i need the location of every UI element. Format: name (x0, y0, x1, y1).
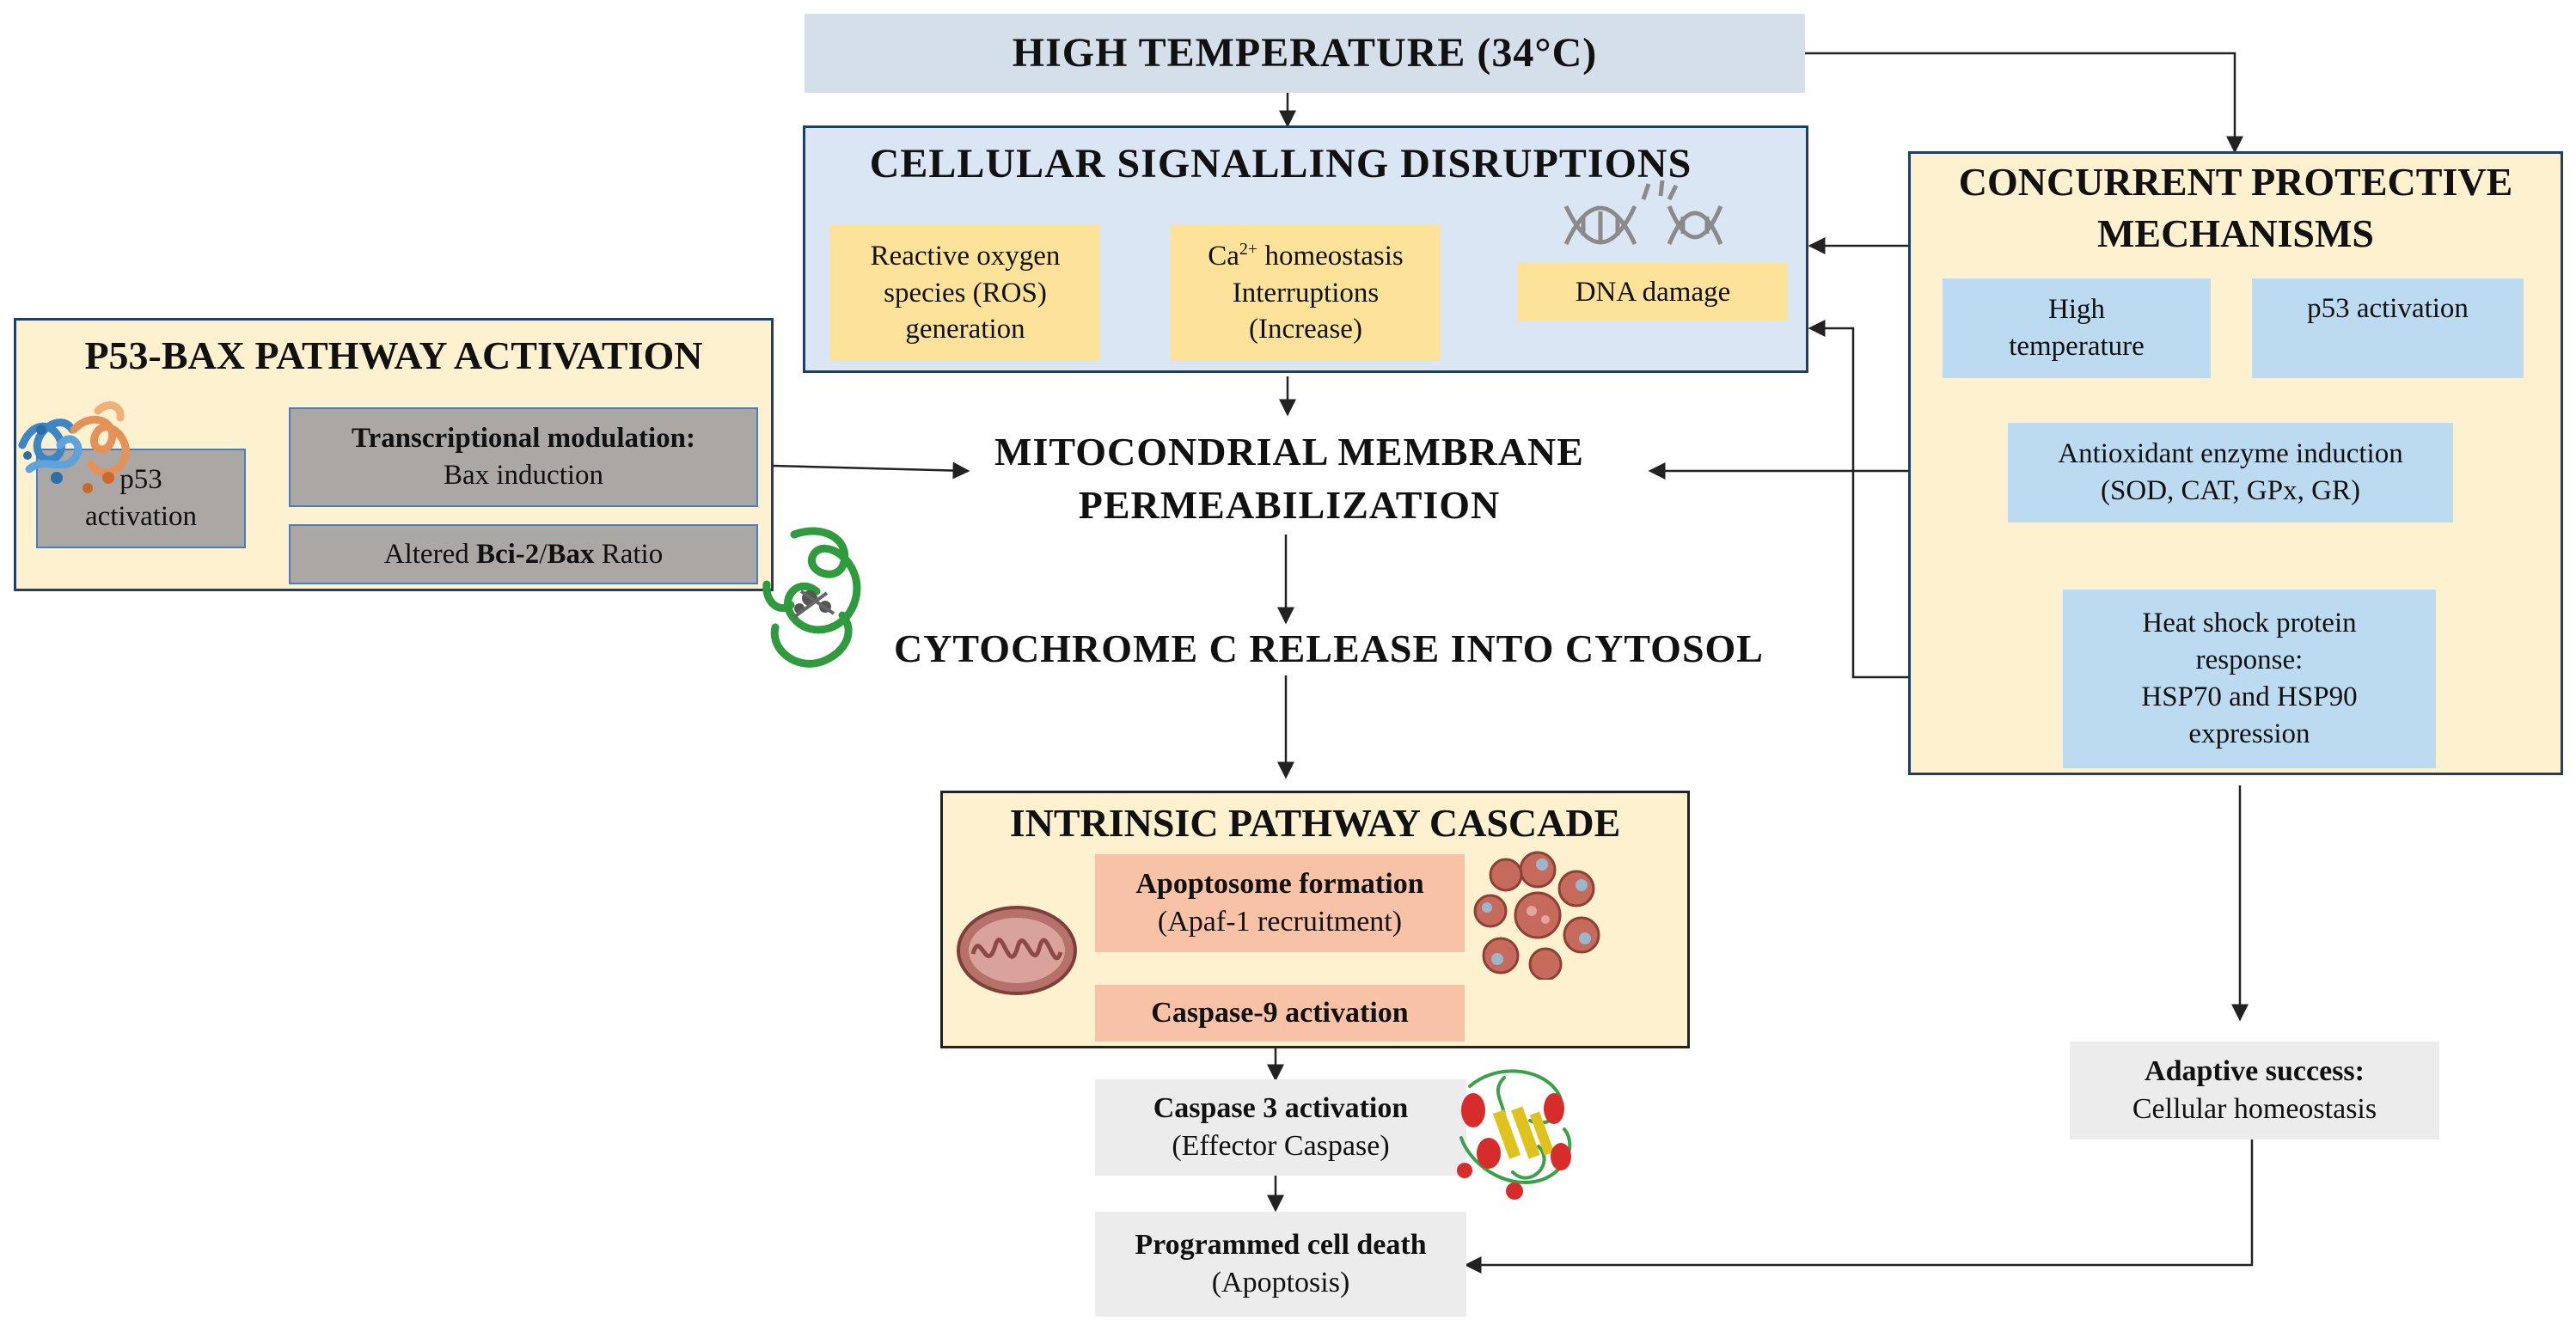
ros-line-1: Reactive oxygen (870, 240, 1061, 272)
ros-line-3: generation (905, 314, 1025, 345)
transcriptional-modulation-title: Transcriptional modulation: (351, 423, 695, 455)
mitochondrial-permeabilization-node: MITOCONDRIAL MEMBRANE PERMEABILIZATION (945, 423, 1633, 535)
cellular-homeostasis-label: Cellular homeostasis (2132, 1093, 2377, 1125)
p53-bax-title: P53-BAX PATHWAY ACTIVATION (84, 333, 703, 377)
dna-damage-box: DNA damage (1518, 263, 1788, 321)
heat-shock-protein-box: Heat shock protein response: HSP70 and H… (2063, 590, 2436, 768)
antioxidant-line-1: Antioxidant enzyme induction (2058, 438, 2403, 470)
ros-generation-box: Reactive oxygen species (ROS) generation (830, 225, 1100, 361)
effector-caspase-label: (Effector Caspase) (1172, 1130, 1390, 1162)
ratio-bax: Bax (547, 538, 595, 570)
bcl2-bax-ratio-label: Altered Bci-2/Bax Ratio (384, 536, 663, 573)
mito-line-1: MITOCONDRIAL MEMBRANE (994, 429, 1584, 474)
ratio-slash: / (539, 538, 548, 570)
hsp-line-1: Heat shock protein (2142, 608, 2357, 639)
mito-line-2: PERMEABILIZATION (1078, 483, 1501, 527)
bax-induction-label: Bax induction (443, 460, 604, 491)
p53-line-2: activation (84, 501, 198, 532)
caspase9-activation-label: Caspase-9 activation (1151, 996, 1409, 1029)
calcium-charge: 2+ (1239, 239, 1258, 259)
p53-protein-icon (18, 401, 130, 493)
dna-damage-label: DNA damage (1575, 276, 1731, 308)
intrinsic-pathway-title: INTRINSIC PATHWAY CASCADE (1009, 801, 1621, 845)
antioxidant-line-2: (SOD, CAT, GPx, GR) (2101, 475, 2360, 506)
calcium-homeostasis-word: homeostasis (1257, 240, 1404, 272)
transcriptional-modulation-box: Transcriptional modulation: Bax inductio… (289, 407, 758, 507)
caspase3-activation-box: Caspase 3 activation (Effector Caspase) (1095, 1079, 1466, 1176)
ratio-prefix: Altered (383, 538, 476, 570)
apoptosome-formation-box: Apoptosome formation (Apaf-1 recruitment… (1095, 854, 1465, 952)
caspase-3-protein-icon (1457, 1069, 1572, 1200)
apaf1-recruitment-label: (Apaf-1 recruitment) (1157, 906, 1403, 938)
ratio-suffix: Ratio (594, 538, 664, 570)
adaptive-success-box: Adaptive success: Cellular homeostasis (2070, 1042, 2439, 1140)
programmed-cell-death-title: Programmed cell death (1135, 1228, 1427, 1261)
apoptosis-label: (Apoptosis) (1211, 1267, 1350, 1299)
high-temperature-box: High temperature (1943, 278, 2211, 378)
cytochrome-c-release-node: CYTOCHROME C RELEASE INTO CYTOSOL (839, 620, 1819, 677)
arrow-adaptive-to-death (1464, 1140, 2254, 1274)
ros-line-2: species (ROS) (884, 277, 1047, 309)
dna-helix-icon (1563, 180, 1723, 246)
apoptosome-icon (1473, 851, 1600, 980)
programmed-cell-death-box: Programmed cell death (Apoptosis) (1095, 1212, 1466, 1317)
mitochondrion-icon (957, 906, 1077, 995)
hightemp-line-2: temperature (2009, 331, 2145, 362)
calcium-homeostasis-box: Ca2+ homeostasis Interruptions (Increase… (1171, 225, 1441, 361)
caspase9-activation-box: Caspase-9 activation (1095, 985, 1465, 1042)
calcium-line-1: Ca2+ homeostasis (1208, 238, 1404, 275)
calcium-symbol: Ca (1208, 240, 1239, 272)
calcium-line-2: Interruptions (1232, 277, 1380, 309)
arrow-p53bax-to-mito (773, 461, 970, 480)
high-temperature-banner: HIGH TEMPERATURE (34°C) (805, 14, 1805, 93)
calcium-line-3: (Increase) (1249, 314, 1362, 345)
antioxidant-enzyme-box: Antioxidant enzyme induction (SOD, CAT, … (2008, 423, 2453, 522)
adaptive-success-title: Adaptive success: (2145, 1054, 2365, 1087)
p53-line-1: p53 (119, 464, 162, 496)
apoptosome-formation-title: Apoptosome formation (1135, 867, 1424, 900)
hightemp-line-1: High (2048, 294, 2105, 326)
p53-activation-protective-box: p53 activation (2252, 278, 2524, 378)
cytochrome-c-protein-icon (762, 527, 861, 668)
protective-title-line-1: CONCURRENT PROTECTIVE (1958, 160, 2513, 204)
cellular-signalling-title: CELLULAR SIGNALLING DISRUPTIONS (869, 141, 1692, 186)
protective-mechanisms-title: CONCURRENT PROTECTIVE MECHANISMS (1917, 156, 2555, 260)
cytochrome-c-release-label: CYTOCHROME C RELEASE INTO CYTOSOL (893, 626, 1764, 671)
hsp-line-4: expression (2188, 718, 2310, 749)
p53-activation-protective-label: p53 activation (2307, 293, 2469, 324)
caspase3-activation-title: Caspase 3 activation (1153, 1091, 1409, 1124)
protective-title-line-2: MECHANISMS (2096, 211, 2375, 255)
ratio-bcl2: Bci-2 (475, 538, 540, 570)
high-temperature-title: HIGH TEMPERATURE (34°C) (1012, 29, 1598, 76)
hsp-line-3: HSP70 and HSP90 (2141, 681, 2358, 712)
hsp-line-2: response: (2195, 645, 2304, 676)
bcl2-bax-ratio-box: Altered Bci-2/Bax Ratio (289, 524, 758, 584)
arrow-heat-to-protective (1805, 52, 2243, 154)
